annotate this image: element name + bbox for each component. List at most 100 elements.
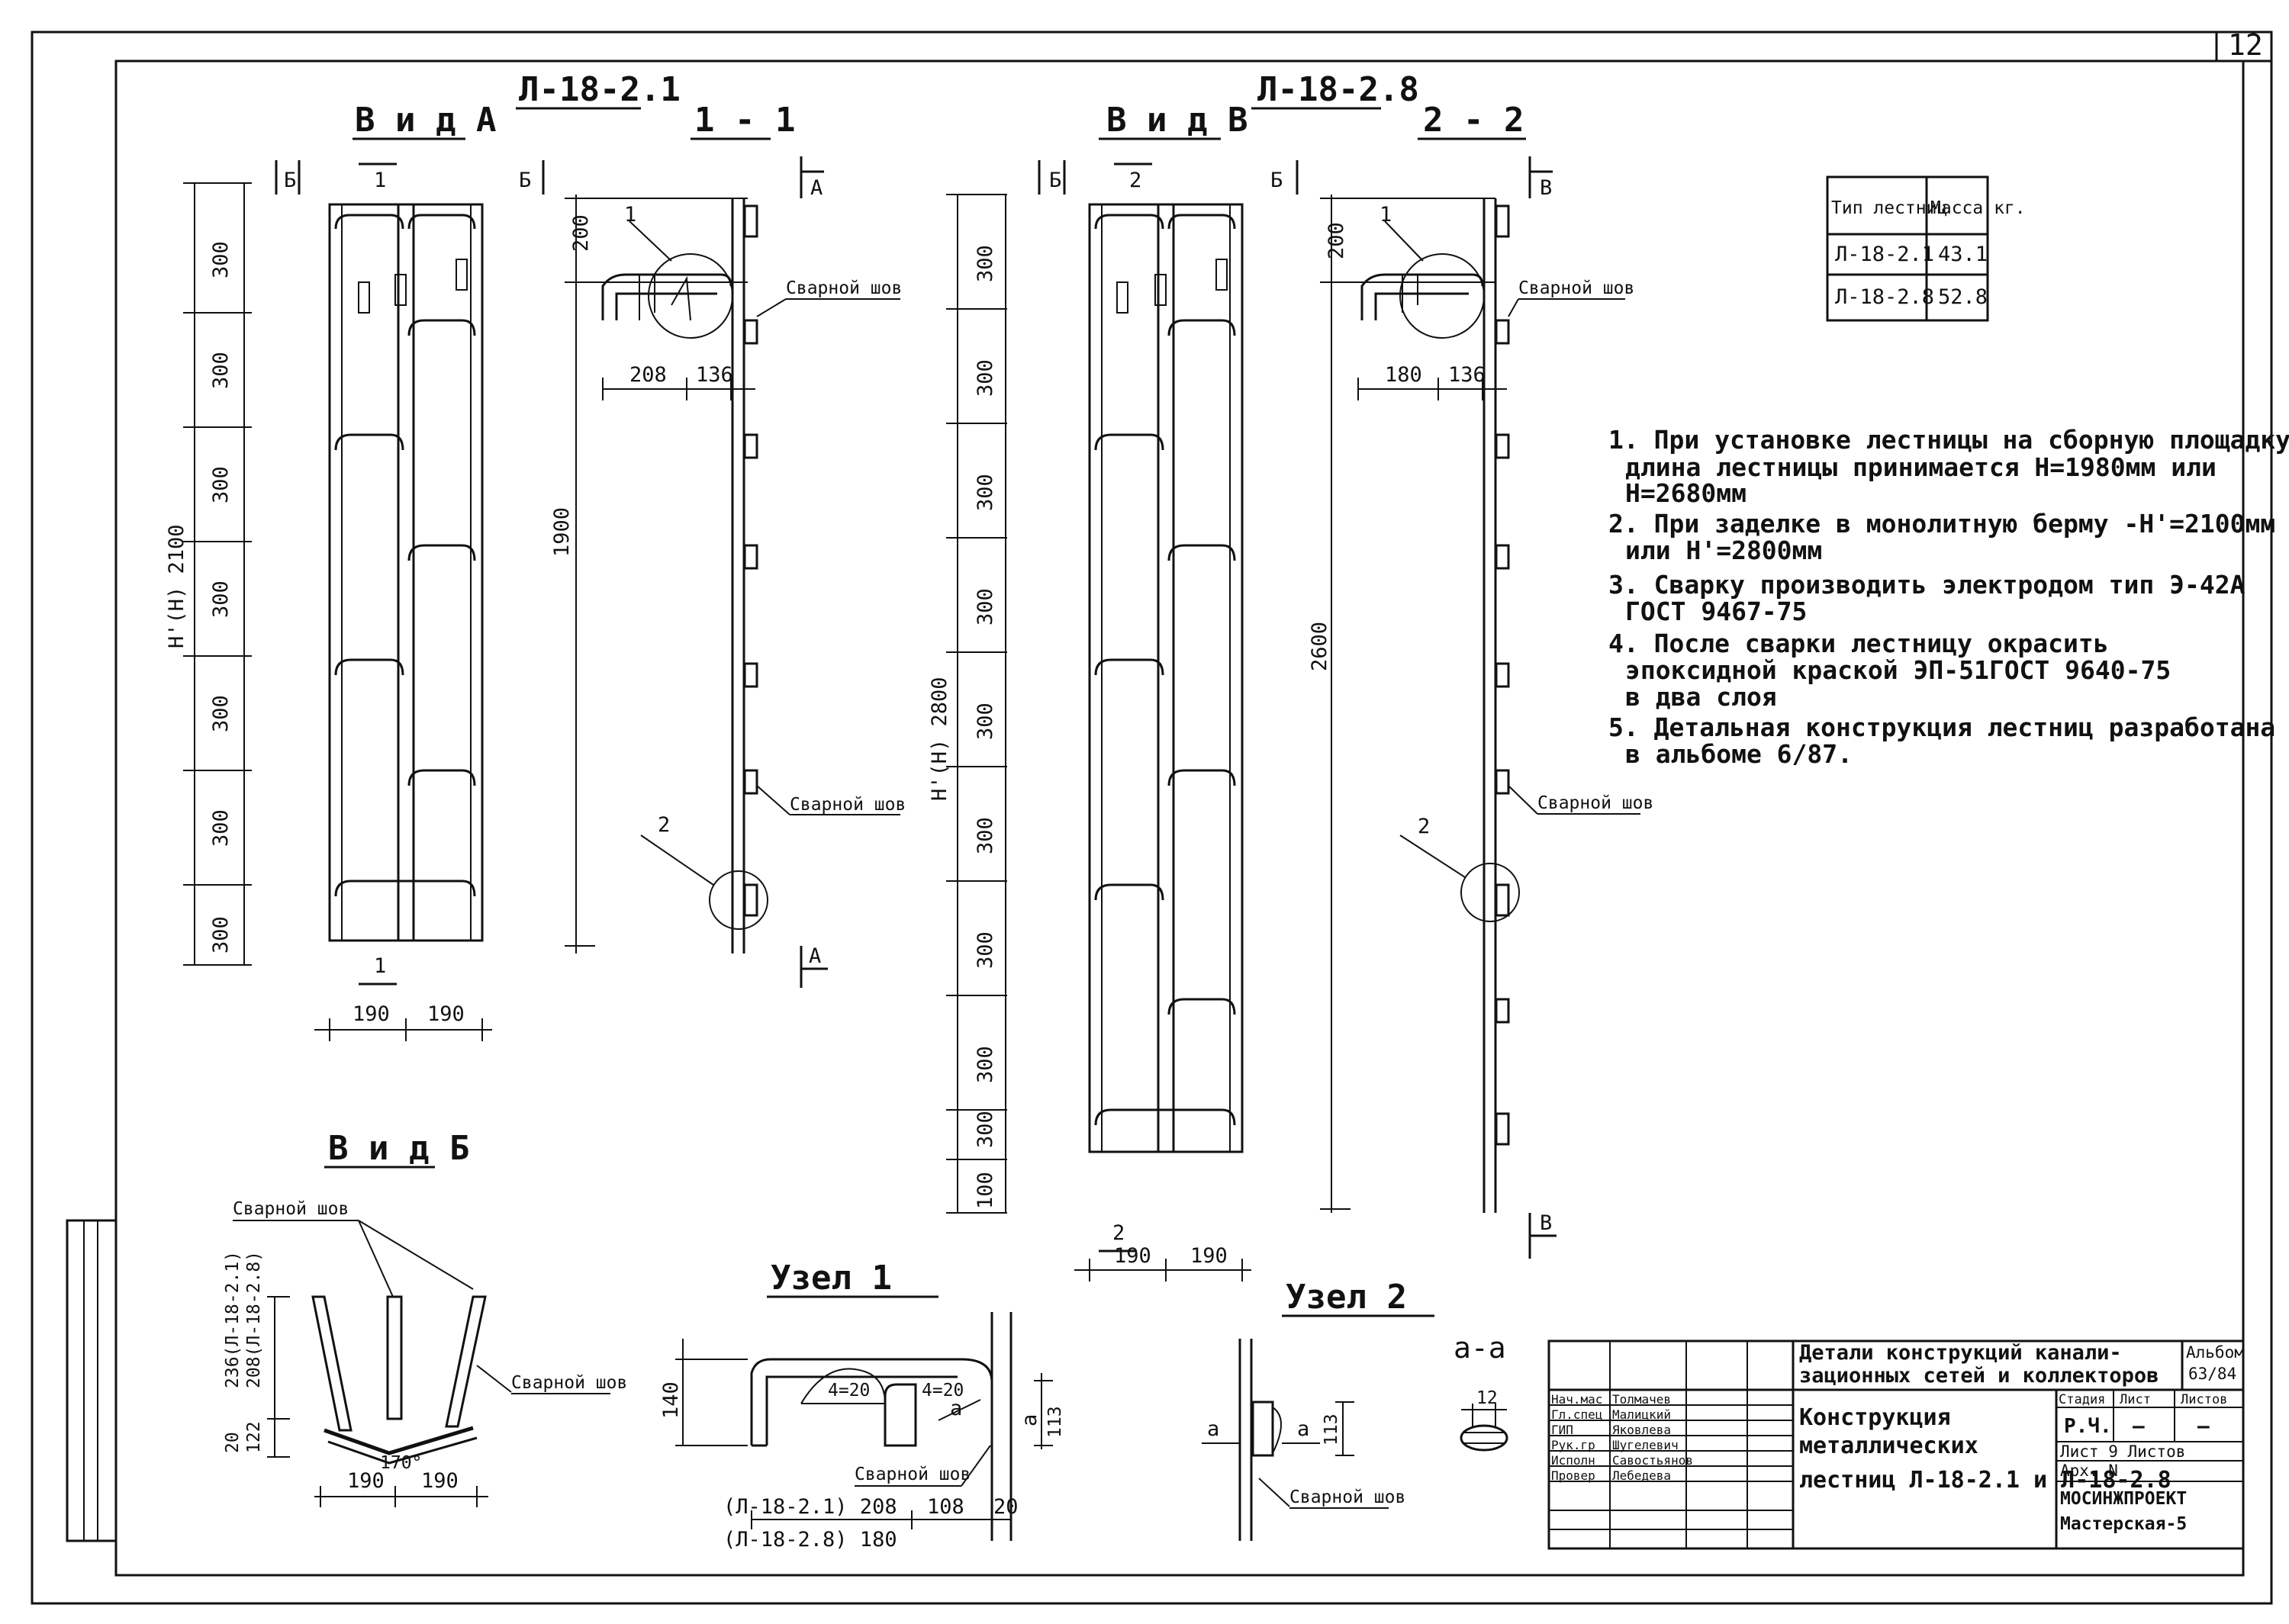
- note-line-10: в два слоя: [1625, 682, 1777, 712]
- tb-album-label: Альбом: [2186, 1343, 2244, 1362]
- dim-v-7: 300: [974, 931, 997, 969]
- dim-2-off1: 180: [1385, 363, 1422, 387]
- mass-row-1-mass: 43.1: [1938, 243, 1988, 266]
- cut-2-bottom: 2: [1112, 1221, 1125, 1245]
- tb-staff-4-role: Рук.гр: [1551, 1438, 1595, 1452]
- note-line-12: в альбоме 6/87.: [1625, 739, 1853, 769]
- section-aa-title: а-а: [1454, 1331, 1506, 1365]
- dim-a-2: 300: [209, 352, 233, 389]
- dim-n1-c2: 4=20: [922, 1381, 964, 1400]
- cut-1-bottom: 1: [374, 954, 386, 978]
- mark-a-bottom: А: [809, 944, 821, 968]
- tb-archive: Арх. N: [2060, 1462, 2118, 1480]
- node2-title: Узел 2: [1286, 1278, 1407, 1317]
- dim-a-width-right: 190: [427, 1002, 465, 1026]
- tb-staff-1-role: Нач.мас: [1551, 1392, 1602, 1407]
- tb-sheet-title-1: Конструкция: [1799, 1404, 1951, 1431]
- note-line-4: 2. При заделке в монолитную берму -H'=21…: [1608, 509, 2275, 539]
- tb-sheet-value: —: [2133, 1415, 2145, 1438]
- dim-n1-h2: 113: [1045, 1406, 1065, 1438]
- node1-title: Узел 1: [771, 1259, 892, 1298]
- mass-table: Тип лестниц Масса кг. Л-18-2.1 43.1 Л-18…: [1826, 175, 2026, 322]
- view-a-title: В и д А: [355, 101, 496, 140]
- node-1: 4=20 4=20 а Сварной шов 140 а 113 (Л-18-…: [659, 1312, 1065, 1552]
- dim-v-8: 300: [974, 1046, 997, 1083]
- dim-v-1: 300: [974, 245, 997, 282]
- dim-n1-c1: 4=20: [828, 1381, 870, 1400]
- tb-org-2: Мастерская-5: [2060, 1514, 2187, 1534]
- dim-b-h4: 20: [223, 1432, 243, 1453]
- tb-doc-title-2: зационных сетей и коллекторов: [1799, 1364, 2159, 1388]
- tb-doc-title-1: Детали конструкций канали-: [1799, 1341, 2122, 1365]
- title-block: Детали конструкций канали- зационных сет…: [1547, 1339, 2245, 1550]
- weld-label-b1: Сварной шов: [233, 1199, 349, 1219]
- tb-sheet-count: Лист 9 Листов: [2060, 1442, 2185, 1461]
- tb-org-1: МОСИНЖПРОЕКТ: [2060, 1489, 2187, 1509]
- dim-v-width-right: 190: [1190, 1244, 1228, 1268]
- dim-a-3: 300: [209, 466, 233, 503]
- dim-v-10: 100: [974, 1172, 997, 1209]
- view-v-code: Л-18-2.8: [1257, 70, 1419, 109]
- weld-label-1: Сварной шов: [786, 278, 902, 298]
- mark-b-right: Б: [519, 169, 531, 192]
- callout-2: 2: [658, 813, 670, 837]
- tb-staff-6-role: Провер: [1551, 1468, 1595, 1483]
- tb-staff-3-role: ГИП: [1551, 1423, 1573, 1437]
- dim-v-6: 300: [974, 817, 997, 854]
- section-2-2: 200 2600 1 Сварной шов 180 136 Сварной ш…: [1308, 156, 1653, 1259]
- tb-staff-6-name: Лебедева: [1612, 1468, 1671, 1483]
- cut-1-top: 1: [374, 169, 386, 192]
- note-line-2: длина лестницы принимается H=1980мм или: [1625, 452, 2217, 482]
- tb-staff-5-role: Исполн: [1551, 1453, 1595, 1468]
- dim-n1-l1: (Л-18-2.1) 208: [723, 1495, 897, 1519]
- dim-a-5: 300: [209, 695, 233, 732]
- dim-a-7: 300: [209, 916, 233, 953]
- mark-v-top: В: [1540, 176, 1552, 200]
- mass-row-2-mass: 52.8: [1938, 285, 1988, 309]
- callout-1-v: 1: [1380, 203, 1392, 227]
- ladder-view-a: 300 300 300 300 300 300 300 H'(H) 2100 Б…: [165, 160, 545, 1041]
- dim-v-3: 300: [974, 474, 997, 511]
- dim-a-total: H'(H) 2100: [165, 524, 188, 648]
- mass-row-1-type: Л-18-2.1: [1835, 243, 1934, 266]
- mark-b-left-v: Б: [1049, 169, 1061, 192]
- weld-label-n1: Сварной шов: [855, 1465, 971, 1484]
- dim-1-top: 200: [569, 214, 593, 252]
- dim-1-off1: 208: [629, 363, 667, 387]
- dim-n1-l4: 20: [993, 1495, 1019, 1519]
- tb-staff-1-name: Толмачев: [1612, 1392, 1671, 1407]
- cut-2-top: 2: [1129, 169, 1141, 192]
- dim-a-width-left: 190: [353, 1002, 390, 1026]
- note-line-3: H=2680мм: [1625, 478, 1747, 508]
- tb-staff-4-name: Шугелевич: [1612, 1438, 1679, 1452]
- view-b-title: В и д Б: [328, 1129, 469, 1168]
- mass-table-header-type: Тип лестниц: [1831, 198, 1947, 218]
- mark-v-bottom: В: [1540, 1211, 1552, 1235]
- view-v-title: В и д В: [1106, 101, 1248, 140]
- dim-a-1: 300: [209, 241, 233, 278]
- dim-n1-h: 140: [659, 1381, 683, 1419]
- tb-staff-2-role: Гл.спец: [1551, 1407, 1602, 1422]
- tb-sheets-value: —: [2197, 1415, 2210, 1438]
- weld-label-b2: Сварной шов: [511, 1373, 627, 1393]
- dim-1-off2: 136: [696, 363, 733, 387]
- note-line-6: 3. Сварку производить электродом тип Э-4…: [1608, 570, 2246, 600]
- dim-n2-d: 12: [1476, 1388, 1498, 1408]
- dim-a-4: 300: [209, 580, 233, 618]
- dim-b-h1: 236(Л-18-2.1): [223, 1251, 243, 1388]
- tb-stage-value: Р.Ч.: [2064, 1415, 2112, 1438]
- notes: 1. При установке лестницы на сборную пло…: [1608, 425, 2289, 769]
- mark-b-left: Б: [284, 169, 296, 192]
- mass-row-2-type: Л-18-2.8: [1835, 285, 1934, 309]
- tb-stage-label: Стадия: [2059, 1392, 2105, 1407]
- dim-n2-h: 113: [1322, 1413, 1341, 1446]
- weld-label-4: Сварной шов: [1537, 793, 1653, 813]
- tb-staff-2-name: Малицкий: [1612, 1407, 1671, 1422]
- tb-sheet-title-2: металлических: [1799, 1433, 1978, 1459]
- view-a-code: Л-18-2.1: [519, 70, 681, 109]
- tb-staff-3-name: Яковлева: [1612, 1423, 1671, 1437]
- ladder-view-v: 300 300 300 300 300 300 300 300 300 100 …: [928, 160, 1299, 1282]
- callout-2-v: 2: [1418, 815, 1430, 838]
- weld-label-2: Сварной шов: [790, 795, 906, 815]
